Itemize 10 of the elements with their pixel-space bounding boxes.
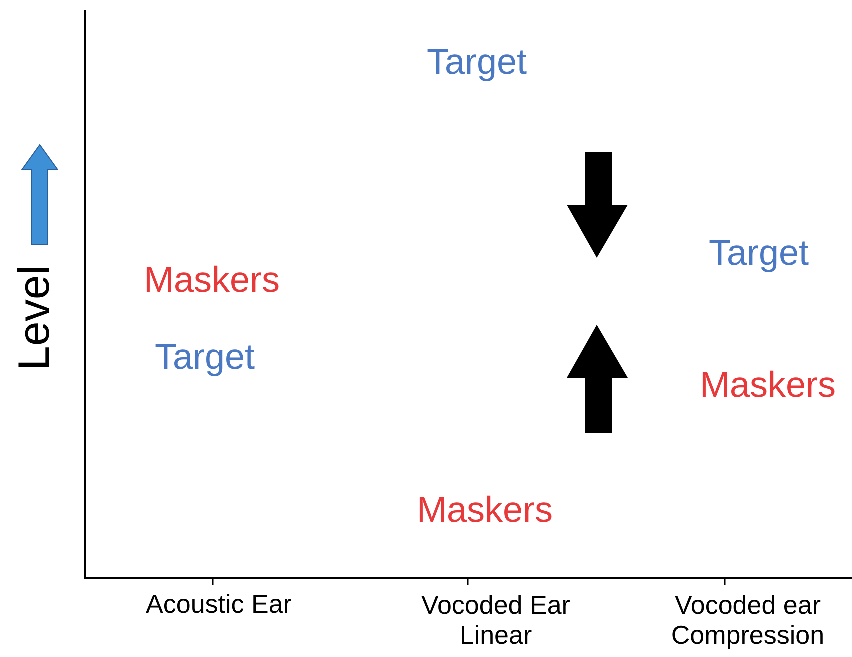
series-label: Maskers [144,262,280,298]
series-label: Target [708,235,810,271]
category-label: Vocoded ear Compression [670,590,826,650]
category-label: Acoustic Ear [145,589,293,619]
series-label: Target [154,339,256,375]
series-label: Maskers [416,492,554,528]
series-label: Maskers [700,367,836,403]
series-label: Target [426,44,528,80]
axis-title: Level [13,265,57,371]
category-label: Vocoded Ear Linear [420,590,572,650]
